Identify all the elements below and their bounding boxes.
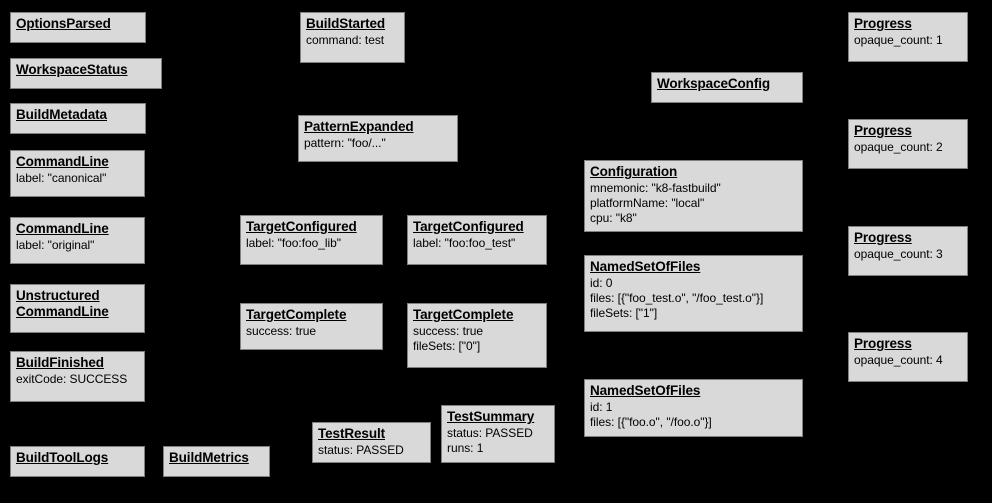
event-node-fields: command: test: [306, 33, 399, 48]
event-node-title: TestResult: [318, 426, 386, 441]
event-node-field: fileSets: ["0"]: [413, 339, 481, 353]
event-node-build-started[interactable]: BuildStarted command: test: [300, 12, 405, 63]
event-node-title: BuildFinished: [16, 355, 104, 370]
event-node-command-line-canonical[interactable]: CommandLine label: "canonical": [10, 150, 145, 197]
event-node-title: WorkspaceStatus: [16, 62, 128, 77]
event-node-field: command: test: [306, 33, 385, 47]
event-node-field: opaque_count: 4: [854, 353, 943, 367]
event-node-field: exitCode: SUCCESS: [16, 372, 128, 386]
event-node-field: id: 1: [590, 400, 613, 414]
event-node-fields: opaque_count: 2: [854, 140, 962, 155]
event-node-test-result[interactable]: TestResult status: PASSED: [312, 422, 431, 463]
event-node-target-configured-foo-test[interactable]: TargetConfigured label: "foo:foo_test": [407, 215, 547, 265]
event-node-title: Configuration: [590, 164, 678, 179]
event-node-field: mnemonic: "k8-fastbuild": [590, 181, 721, 195]
event-node-title: NamedSetOfFiles: [590, 383, 701, 398]
event-node-title: BuildStarted: [306, 16, 386, 31]
event-node-progress-4[interactable]: Progress opaque_count: 4: [848, 332, 968, 382]
event-node-title: CommandLine: [16, 221, 109, 236]
event-node-title: PatternExpanded: [304, 119, 414, 134]
event-node-field: id: 0: [590, 276, 613, 290]
event-node-title: Progress: [854, 230, 912, 245]
event-node-field: files: [{"foo_test.o", "/foo_test.o"}]: [590, 291, 764, 305]
event-node-fields: success: true: [246, 324, 377, 339]
event-node-field: files: [{"foo.o", "/foo.o"}]: [590, 415, 712, 429]
event-node-progress-2[interactable]: Progress opaque_count: 2: [848, 119, 968, 169]
event-node-fields: status: PASSED: [318, 443, 425, 458]
event-node-field: fileSets: ["1"]: [590, 306, 658, 320]
event-node-build-metadata[interactable]: BuildMetadata: [10, 103, 146, 134]
event-node-field: label: "foo:foo_test": [413, 236, 516, 250]
event-node-title: BuildToolLogs: [16, 450, 109, 465]
event-node-build-tool-logs[interactable]: BuildToolLogs: [10, 446, 145, 477]
event-node-workspace-status[interactable]: WorkspaceStatus: [10, 58, 162, 89]
event-node-build-finished[interactable]: BuildFinished exitCode: SUCCESS: [10, 351, 145, 402]
event-node-field: runs: 1: [447, 441, 484, 455]
event-node-fields: label: "canonical": [16, 171, 139, 186]
event-node-title: TargetComplete: [413, 307, 514, 322]
event-node-title: Progress: [854, 336, 912, 351]
event-node-progress-1[interactable]: Progress opaque_count: 1: [848, 12, 968, 62]
event-node-title: Progress: [854, 123, 912, 138]
event-node-fields: exitCode: SUCCESS: [16, 372, 139, 387]
event-node-unstructured-command-line[interactable]: Unstructured CommandLine: [10, 284, 145, 333]
event-node-progress-3[interactable]: Progress opaque_count: 3: [848, 226, 968, 276]
event-node-title: Unstructured CommandLine: [16, 288, 109, 319]
event-node-target-complete-lib[interactable]: TargetComplete success: true: [240, 303, 383, 350]
event-node-options-parsed[interactable]: OptionsParsed: [10, 12, 146, 43]
event-node-field: label: "foo:foo_lib": [246, 236, 341, 250]
event-node-field: label: "original": [16, 238, 95, 252]
event-node-field: opaque_count: 2: [854, 140, 943, 154]
event-node-field: opaque_count: 1: [854, 33, 943, 47]
event-node-pattern-expanded[interactable]: PatternExpanded pattern: "foo/...": [298, 115, 458, 162]
event-node-title: TargetConfigured: [413, 219, 524, 234]
event-node-fields: pattern: "foo/...": [304, 136, 452, 151]
event-node-title: WorkspaceConfig: [657, 76, 771, 91]
event-node-fields: opaque_count: 1: [854, 33, 962, 48]
event-node-title: OptionsParsed: [16, 16, 111, 31]
event-node-title: NamedSetOfFiles: [590, 259, 701, 274]
event-node-fields: label: "foo:foo_lib": [246, 236, 377, 251]
event-node-fields: label: "foo:foo_test": [413, 236, 541, 251]
event-node-field: label: "canonical": [16, 171, 107, 185]
event-node-command-line-original[interactable]: CommandLine label: "original": [10, 217, 145, 264]
event-node-field: cpu: "k8": [590, 211, 637, 225]
event-node-title: CommandLine: [16, 154, 109, 169]
event-node-title: BuildMetrics: [169, 450, 249, 465]
event-node-title: TargetConfigured: [246, 219, 357, 234]
event-node-field: success: true: [246, 324, 317, 338]
event-node-field: pattern: "foo/...": [304, 136, 386, 150]
event-node-target-configured-foo-lib[interactable]: TargetConfigured label: "foo:foo_lib": [240, 215, 383, 265]
event-node-configuration[interactable]: Configuration mnemonic: "k8-fastbuild"pla…: [584, 160, 803, 232]
event-node-fields: opaque_count: 3: [854, 247, 962, 262]
event-node-title: BuildMetadata: [16, 107, 107, 122]
event-node-field: opaque_count: 3: [854, 247, 943, 261]
event-node-field: success: true: [413, 324, 484, 338]
event-node-fields: mnemonic: "k8-fastbuild"platformName: "l…: [590, 181, 797, 226]
event-node-field: status: PASSED: [447, 426, 533, 440]
event-node-title: TargetComplete: [246, 307, 347, 322]
event-node-field: platformName: "local": [590, 196, 705, 210]
event-node-fields: opaque_count: 4: [854, 353, 962, 368]
event-node-field: status: PASSED: [318, 443, 404, 457]
event-node-title: Progress: [854, 16, 912, 31]
event-node-build-metrics[interactable]: BuildMetrics: [163, 446, 270, 477]
event-node-fields: label: "original": [16, 238, 139, 253]
event-node-workspace-config[interactable]: WorkspaceConfig: [651, 72, 803, 103]
event-node-title: TestSummary: [447, 409, 535, 424]
